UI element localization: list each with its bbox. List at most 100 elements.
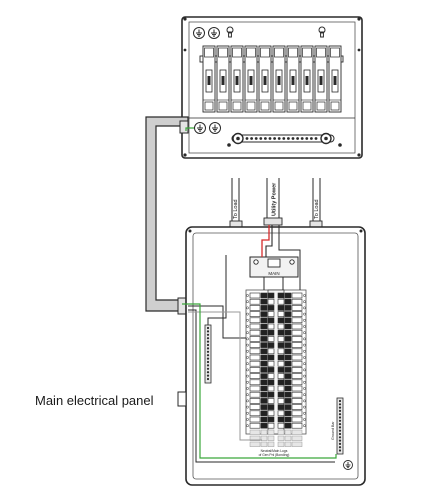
ground-symbol-icon: [343, 460, 353, 470]
panel-breaker: [260, 354, 268, 361]
ground-symbol-icon: [194, 122, 206, 134]
panel-breaker: [260, 305, 268, 311]
ground-symbol-icon: [208, 27, 220, 39]
panel-breaker: [277, 373, 285, 379]
transfer-breaker: [328, 45, 342, 113]
to-load-left-label: To Load: [233, 199, 239, 219]
panel-breaker: [249, 373, 261, 379]
panel-breaker: [284, 336, 292, 342]
bus-bar: [199, 55, 344, 63]
hot-wire: [265, 225, 273, 257]
panel-breaker: [260, 373, 268, 379]
cable-clamp: [309, 220, 323, 228]
screw-icon: [188, 229, 192, 233]
panel-breaker: [249, 398, 261, 404]
panel-breaker: [249, 410, 261, 417]
panel-breaker: [267, 336, 275, 342]
screw-icon: [357, 48, 361, 52]
panel-breaker: [291, 354, 303, 361]
panel-breaker: [284, 410, 292, 417]
panel-breaker: [260, 329, 268, 336]
panel-breaker: [284, 379, 292, 386]
panel-breaker: [260, 317, 268, 324]
neutral-terminal-screws: [245, 137, 318, 140]
panel-breaker: [277, 404, 285, 410]
panel-breaker: [249, 292, 261, 299]
conduit-wire: [188, 309, 335, 463]
main-breaker-handle: [267, 258, 281, 268]
panel-breaker: [249, 354, 261, 361]
panel-breaker: [284, 367, 292, 373]
panel-breaker: [267, 373, 275, 379]
panel-breaker: [267, 298, 275, 305]
panel-breaker: [267, 422, 275, 429]
panel-breaker: [260, 298, 268, 305]
ground-symbol-icon: [193, 27, 205, 39]
panel-breaker: [249, 329, 261, 336]
panel-breaker: [249, 391, 261, 398]
panel-breaker: [284, 416, 292, 423]
screw-icon: [338, 143, 342, 147]
transfer-breaker: [244, 45, 258, 113]
ground-symbol-icon: [209, 122, 221, 134]
transfer-breaker: [314, 45, 328, 113]
panel-breaker: [249, 342, 261, 348]
panel-breaker: [291, 336, 303, 342]
conduit-wire: [188, 311, 262, 441]
terminal-ring-icon: [324, 136, 328, 141]
panel-breaker: [277, 385, 285, 392]
panel-breaker: [291, 292, 303, 299]
utility-power-label: Utility Power: [272, 182, 278, 216]
panel-breaker: [260, 385, 268, 392]
panel-breaker: [277, 360, 285, 367]
panel-breaker: [291, 367, 303, 373]
panel-breaker: [277, 323, 285, 330]
panel-breaker: [291, 404, 303, 410]
screw-icon: [359, 229, 363, 233]
panel-breaker: [284, 342, 292, 348]
screw-icon: [357, 17, 361, 21]
panel-breaker: [277, 348, 285, 355]
panel-breaker: [260, 416, 268, 423]
panel-breaker: [284, 354, 292, 361]
panel-breaker: [267, 348, 275, 355]
conduit: [145, 116, 189, 312]
conduit-wire: [188, 305, 246, 339]
panel-breaker: [291, 317, 303, 324]
panel-breaker: [260, 336, 268, 342]
panel-breaker: [277, 298, 285, 305]
neutral-note-line-2: of Gen Pnl (Bonding): [259, 453, 290, 457]
panel-breaker: [249, 336, 261, 342]
panel-breaker: [249, 385, 261, 392]
panel-breaker: [260, 360, 268, 367]
ground-bar-label: Ground Bar: [331, 421, 335, 440]
ground-bar-screws: [338, 399, 342, 452]
panel-breaker: [277, 398, 285, 404]
panel-wiring: [182, 127, 337, 463]
screw-icon: [357, 153, 361, 157]
panel-breaker: [284, 329, 292, 336]
main-breaker-label: MAIN: [268, 271, 279, 276]
cable-clamp: [263, 217, 283, 226]
panel-breaker: [284, 348, 292, 355]
panel-breaker: [284, 305, 292, 311]
cable-clamp: [229, 220, 243, 228]
panel-breaker: [284, 292, 292, 299]
panel-breaker: [249, 305, 261, 311]
panel-breaker: [267, 329, 275, 336]
screw-icon: [183, 48, 187, 52]
panel-breaker: [284, 298, 292, 305]
panel-breaker: [267, 292, 275, 299]
panel-breaker: [249, 311, 261, 317]
panel-breaker: [267, 391, 275, 398]
panel-breaker: [267, 323, 275, 330]
panel-breaker: [260, 398, 268, 404]
neutral-note-line-1: Neutral/Main Lugs: [261, 449, 288, 453]
main-panel-label: Main electrical panel: [35, 393, 154, 408]
panel-breaker: [284, 422, 292, 429]
panel-breaker: [277, 305, 285, 311]
panel-breaker: [260, 379, 268, 386]
panel-breaker: [267, 367, 275, 373]
neutral-wire: [278, 225, 301, 290]
panel-breaker: [249, 323, 261, 330]
